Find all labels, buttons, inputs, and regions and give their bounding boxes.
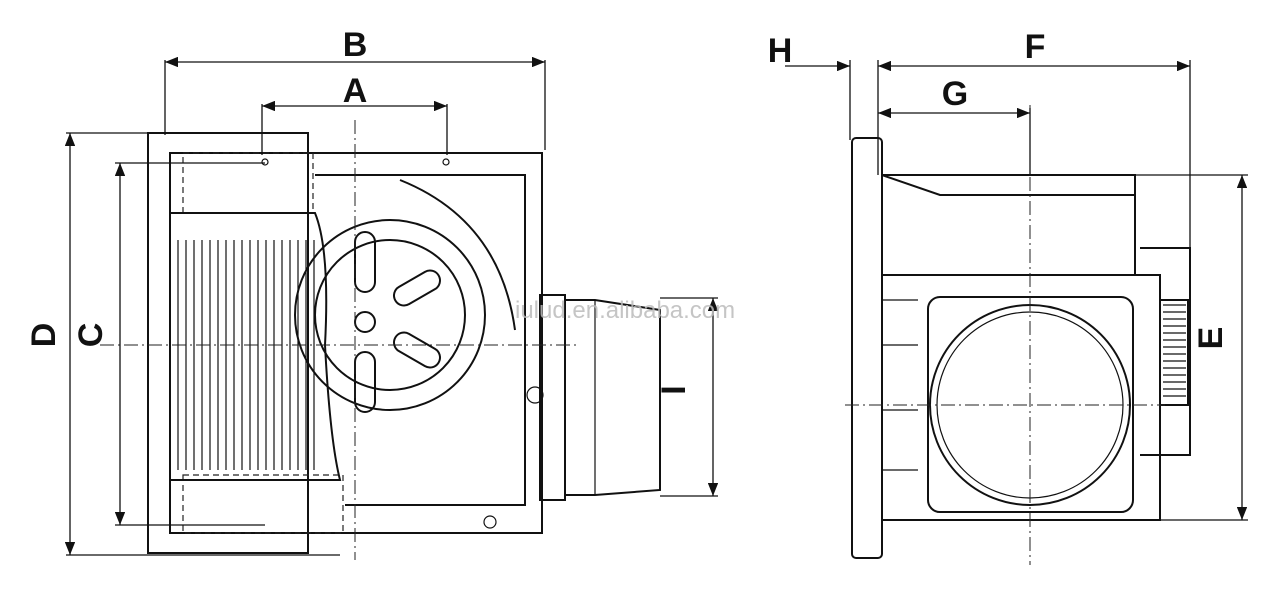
housing-outline [169, 152, 543, 534]
grille-slats [177, 240, 315, 470]
dim-label-d: D [25, 323, 63, 348]
dim-label-a: A [343, 72, 368, 110]
dim-label-f: F [1025, 28, 1046, 66]
dim-label-c: C [72, 323, 110, 348]
mounting-flange [851, 137, 883, 559]
grille-frame [147, 132, 309, 554]
dim-label-b: B [343, 26, 368, 64]
front-view [100, 120, 661, 560]
side-dimensions: F H G E [768, 28, 1248, 521]
fan-ring [294, 219, 486, 411]
watermark: iulud.en.alibaba.com [515, 297, 735, 324]
side-view [845, 105, 1191, 565]
front-dimensions: B A D C I [25, 26, 719, 556]
dim-label-e: E [1192, 327, 1230, 350]
dim-label-i: I [655, 385, 693, 394]
dim-label-h: H [768, 32, 793, 70]
dim-label-g: G [942, 75, 968, 113]
side-housing [881, 274, 1161, 521]
fan-hub [354, 311, 376, 333]
fan-wheel [314, 239, 466, 391]
motor-fins [1159, 299, 1189, 406]
